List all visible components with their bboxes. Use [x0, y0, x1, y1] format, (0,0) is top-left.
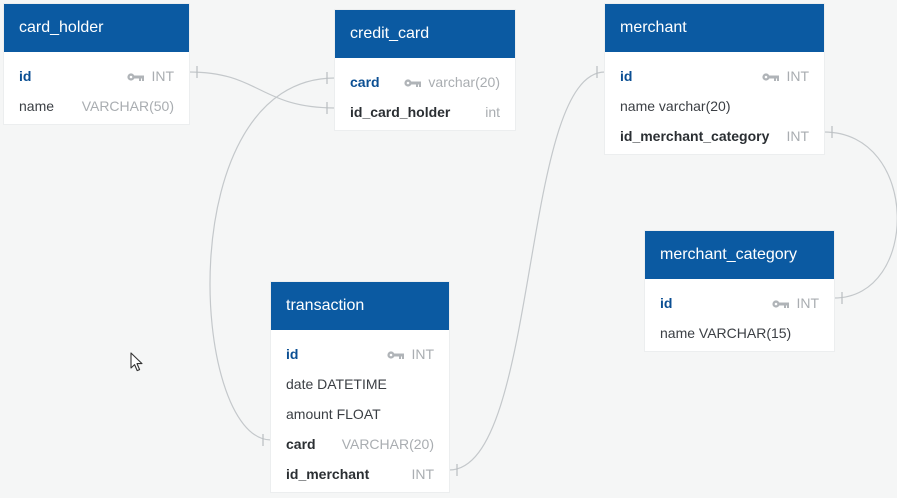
key-icon	[127, 73, 145, 82]
field-row[interactable]: id_card_holder int	[335, 97, 515, 127]
field-name: amount FLOAT	[286, 406, 381, 422]
field-type-label: varchar(20)	[428, 74, 500, 90]
field-type-label: int	[485, 104, 500, 120]
field-row[interactable]: date DATETIME	[271, 369, 449, 399]
field-type: varchar(20)	[404, 67, 500, 97]
field-row[interactable]: id INT	[271, 339, 449, 369]
mouse-cursor-icon	[130, 352, 143, 372]
field-row[interactable]: name VARCHAR(15)	[645, 318, 834, 348]
table-merchant-category[interactable]: merchant_category id INT name VARCHAR(15…	[645, 231, 834, 351]
field-name: card	[286, 436, 316, 452]
field-type-label: INT	[796, 295, 819, 311]
field-row[interactable]: card varchar(20)	[335, 67, 515, 97]
key-icon	[772, 300, 790, 309]
field-name: name VARCHAR(15)	[660, 325, 792, 341]
field-name: name varchar(20)	[620, 98, 731, 114]
field-name: date DATETIME	[286, 376, 387, 392]
table-title[interactable]: merchant_category	[645, 231, 834, 279]
table-credit-card[interactable]: credit_card card varchar(20) id_card_hol…	[335, 10, 515, 130]
table-title[interactable]: credit_card	[335, 10, 515, 58]
table-card-holder[interactable]: card_holder id INT name VARCHAR(50)	[4, 4, 189, 124]
field-name: id	[620, 68, 633, 84]
field-name: card	[350, 74, 380, 90]
field-row[interactable]: id_merchant INT	[271, 459, 449, 489]
field-row[interactable]: id_merchant_category INT	[605, 121, 824, 151]
field-row[interactable]: card VARCHAR(20)	[271, 429, 449, 459]
field-type-label: INT	[786, 128, 809, 144]
field-type-label: INT	[151, 68, 174, 84]
key-icon	[762, 73, 780, 82]
relation-credit-card-transaction	[209, 77, 336, 441]
field-row[interactable]: name varchar(20)	[605, 91, 824, 121]
field-name: id_card_holder	[350, 104, 451, 120]
field-name: id_merchant_category	[620, 128, 770, 144]
field-name: id	[660, 295, 673, 311]
field-type: INT	[127, 61, 174, 91]
field-row[interactable]: name VARCHAR(50)	[4, 91, 189, 121]
relation-merchant-transaction	[448, 71, 606, 471]
field-name: id_merchant	[286, 466, 370, 482]
field-row[interactable]: amount FLOAT	[271, 399, 449, 429]
relation-merchant-category-merchant	[823, 131, 897, 299]
key-icon	[404, 79, 422, 88]
field-type-label: INT	[411, 346, 434, 362]
key-icon	[387, 351, 405, 360]
field-row[interactable]: id INT	[4, 61, 189, 91]
field-type-label: INT	[411, 466, 434, 482]
relation-card-holder-credit-card	[188, 71, 336, 109]
field-row[interactable]: id INT	[645, 288, 834, 318]
field-type: INT	[387, 339, 434, 369]
field-name: id	[19, 68, 32, 84]
field-name: id	[286, 346, 299, 362]
field-type-label: VARCHAR(20)	[341, 436, 434, 452]
field-name: name	[19, 98, 55, 114]
field-type-label: INT	[786, 68, 809, 84]
field-row[interactable]: id INT	[605, 61, 824, 91]
table-title[interactable]: transaction	[271, 282, 449, 330]
table-title[interactable]: merchant	[605, 4, 824, 52]
field-type: INT	[772, 288, 819, 318]
table-title[interactable]: card_holder	[4, 4, 189, 52]
field-type-label: VARCHAR(50)	[81, 98, 174, 114]
field-type: INT	[762, 61, 809, 91]
table-merchant[interactable]: merchant id INT name varchar(20) id_merc…	[605, 4, 824, 154]
table-transaction[interactable]: transaction id INT date DATETIME amount …	[271, 282, 449, 492]
